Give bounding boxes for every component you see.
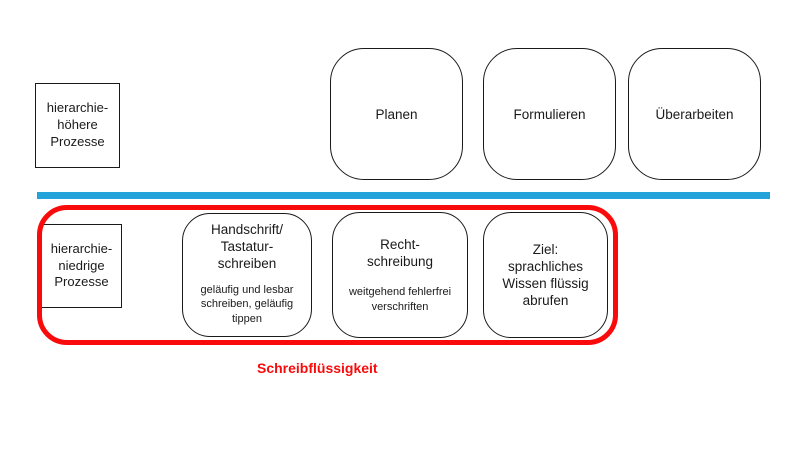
handschrift-title-line: Tastatur- <box>220 239 274 254</box>
handschrift-subtitle: geläufig und lesbar schreiben, geläufig … <box>200 284 294 325</box>
handschrift-title-line: Handschrift/ <box>210 222 284 237</box>
rechtschreibung-subtitle: weitgehend fehlerfrei verschriften <box>348 286 452 313</box>
higher-processes-line: Prozesse <box>50 133 105 149</box>
blue-divider-line <box>37 192 770 199</box>
lower-processes-line: Prozesse <box>54 274 109 290</box>
ziel-title-line: Wissen flüssig <box>502 276 589 291</box>
higher-processes-line: hierarchie- <box>46 100 109 116</box>
planen-label: Planen <box>375 106 418 122</box>
higher-processes-box: hierarchie- höhere Prozesse <box>35 83 120 168</box>
rechtschreibung-title-line: schreibung <box>366 254 434 270</box>
ziel-title-line: sprachliches <box>507 259 584 274</box>
ueberarbeiten-box: Überarbeiten <box>628 48 761 180</box>
handschrift-title: Handschrift/ Tastatur- schreiben <box>211 221 283 272</box>
lower-processes-line: hierarchie- <box>50 240 113 256</box>
rechtschreibung-title: Recht- schreibung <box>367 236 433 270</box>
ziel-title: Ziel: sprachliches Wissen flüssig abrufe… <box>502 241 588 309</box>
ziel-box: Ziel: sprachliches Wissen flüssig abrufe… <box>483 212 608 338</box>
ueberarbeiten-label: Überarbeiten <box>655 106 734 122</box>
handschrift-title-line: schreiben <box>217 256 277 271</box>
formulieren-label: Formulieren <box>513 106 586 122</box>
lower-processes-line: niedrige <box>58 257 105 273</box>
rechtschreibung-box: Recht- schreibung weitgehend fehlerfrei … <box>332 212 468 338</box>
handschrift-tastatur-box: Handschrift/ Tastatur- schreiben geläufi… <box>182 213 312 337</box>
schreibfluessigkeit-label: Schreibflüssigkeit <box>257 360 378 376</box>
formulieren-box: Formulieren <box>483 48 616 180</box>
planen-box: Planen <box>330 48 463 180</box>
ziel-title-line: Ziel: <box>532 242 559 257</box>
ziel-title-line: abrufen <box>522 293 569 308</box>
higher-processes-line: höhere <box>57 117 98 133</box>
rechtschreibung-title-line: Recht- <box>380 237 420 253</box>
lower-processes-box: hierarchie- niedrige Prozesse <box>41 224 122 308</box>
